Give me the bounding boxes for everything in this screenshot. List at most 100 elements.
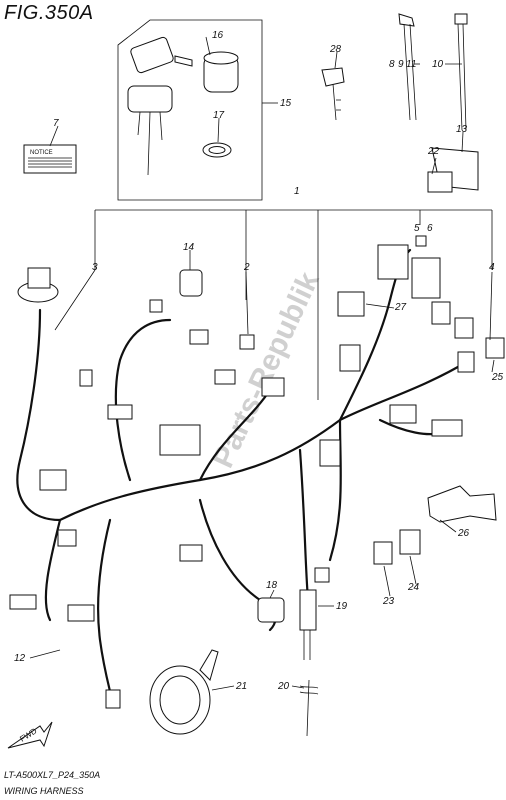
relay [427,171,453,193]
leader-4 [489,271,493,341]
callout-20: 20 [277,681,290,692]
cover-23 [373,541,393,565]
part-18 [257,597,285,623]
leader-16 [205,36,211,56]
key-head [321,67,345,87]
callout-11: 11 [406,59,416,70]
bracket-26 [427,485,497,523]
tie-head [454,13,468,25]
cover-24 [399,529,421,555]
main-harness [16,248,472,702]
switch-cap-top [203,51,239,65]
connector [454,317,474,339]
figure-code: LT-A500XL7_P24_350A [4,770,101,780]
cable-tie [457,23,467,131]
grommet-connector [27,267,51,289]
leader-17 [217,117,220,143]
connector [179,544,203,562]
callout-18: 18 [266,580,278,591]
callout-2: 2 [243,262,250,273]
callout-24: 24 [407,582,420,593]
connector [79,369,93,387]
connector [314,567,330,583]
part-2 [239,334,255,350]
notice-label-text: NOTICE [30,150,53,156]
leader-21 [211,685,235,691]
ignition-wires [137,111,163,176]
leader-26 [439,519,457,533]
harness-branch-lower [96,518,114,702]
leader-28 [334,51,338,69]
horn-bracket [199,649,219,681]
seal-ring-inner [208,146,226,154]
harness-branch-12 [44,518,62,622]
callout-1: 1 [294,186,300,197]
connectors [9,235,505,709]
sensor-body [299,589,317,631]
callout-12: 12 [14,653,26,664]
callout-9: 9 [398,59,404,70]
callout-labels: 1 2 3 4 5 6 7 8 9 10 11 12 13 14 15 16 1… [14,30,504,692]
connector [339,344,361,372]
callout-5: 5 [414,223,420,234]
connector [457,351,475,373]
connector [39,469,67,491]
callout-leaders-1 [94,210,493,400]
leader-12 [29,649,61,659]
connector [319,439,341,467]
leader-24 [409,555,417,585]
callout-13: 13 [456,124,468,135]
notice-label-lines [28,157,72,168]
connector [57,529,77,547]
leader-18 [269,589,275,599]
callout-4: 4 [489,262,495,273]
fwd-arrow [7,721,53,749]
callout-10: 10 [432,59,444,70]
kit-frame [117,19,263,201]
fuse-5-6 [415,235,427,247]
switch-14 [179,269,203,297]
connector [431,301,451,325]
callout-16: 16 [212,30,224,41]
callout-27: 27 [394,302,407,313]
connector [67,604,95,622]
callout-17: 17 [213,110,225,121]
horn-inner [159,675,201,725]
callout-19: 19 [336,601,348,612]
callout-3: 3 [92,262,98,273]
part-20 [299,679,319,737]
figure-caption: WIRING HARNESS [4,786,84,796]
connector [189,329,209,345]
harness-branch-sensor [298,448,310,602]
ignition-switch-body [127,85,173,113]
leader-25 [491,359,495,373]
callout-8: 8 [389,59,395,70]
harness-branch-center [328,418,342,562]
connector [214,369,236,385]
fuse-box-side [411,257,441,299]
fuse-box [377,244,409,280]
connector [105,689,121,709]
callout-7: 7 [53,118,59,129]
callout-22: 22 [427,146,440,157]
callout-14: 14 [183,242,195,253]
key-blade [332,83,341,121]
leader-2 [245,271,249,335]
leader-13 [461,131,464,153]
harness-branch-upper [114,318,172,482]
harness-trunk [58,358,472,522]
relay-27 [337,291,365,317]
figure-title: FIG.350A [4,2,94,24]
callout-26: 26 [457,528,470,539]
harness-branch-mid [198,388,272,482]
callout-6: 6 [427,223,433,234]
callout-21: 21 [235,681,247,692]
callout-25: 25 [491,372,504,383]
leader-20 [291,685,305,689]
callout-15: 15 [280,98,292,109]
notice-label [23,144,77,174]
leader-27 [365,303,395,309]
connector-25 [485,337,505,359]
clamp-head [398,13,415,27]
